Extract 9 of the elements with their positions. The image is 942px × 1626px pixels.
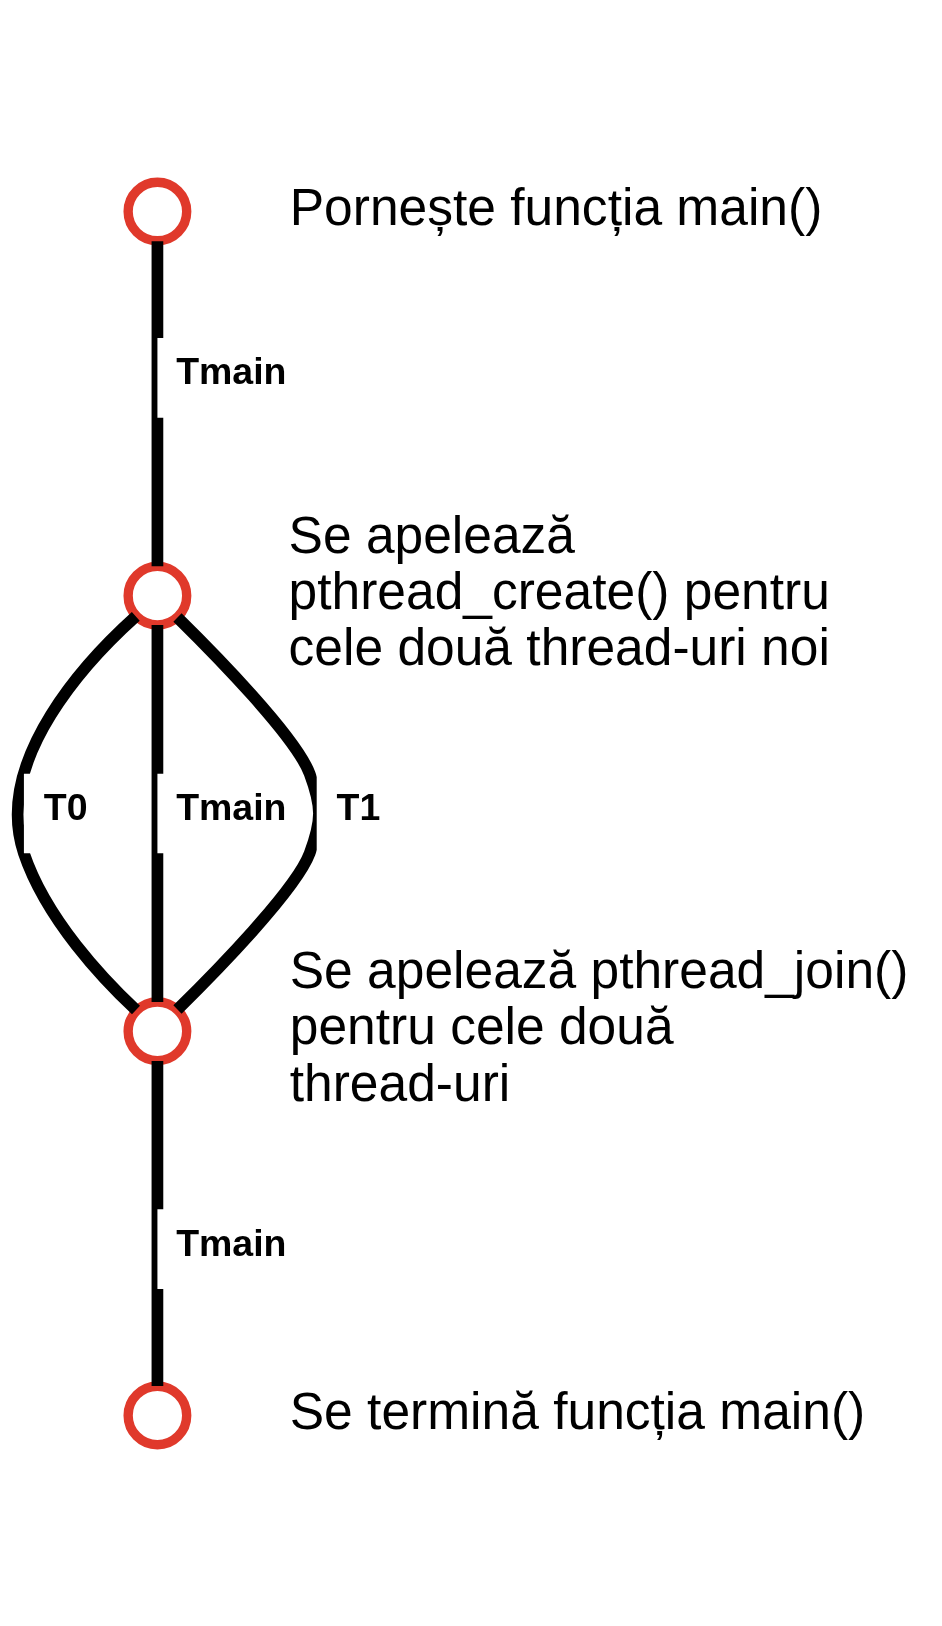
edge-label: T0: [43, 785, 88, 828]
node-label: Pornește funcția main(): [289, 177, 823, 236]
node-label: Se apelează pthread_join() pentru cele două thread-uri: [289, 940, 909, 1112]
node-label: Se termină funcția main(): [289, 1381, 866, 1440]
edge-label: Tmain: [176, 785, 287, 828]
edge-label: Tmain: [176, 349, 287, 392]
edge-label: Tmain: [176, 1221, 287, 1264]
node-label: Se apelează pthread_create() pentru cele două thread-uri noi: [288, 505, 830, 676]
edge-label: T1: [336, 785, 381, 828]
